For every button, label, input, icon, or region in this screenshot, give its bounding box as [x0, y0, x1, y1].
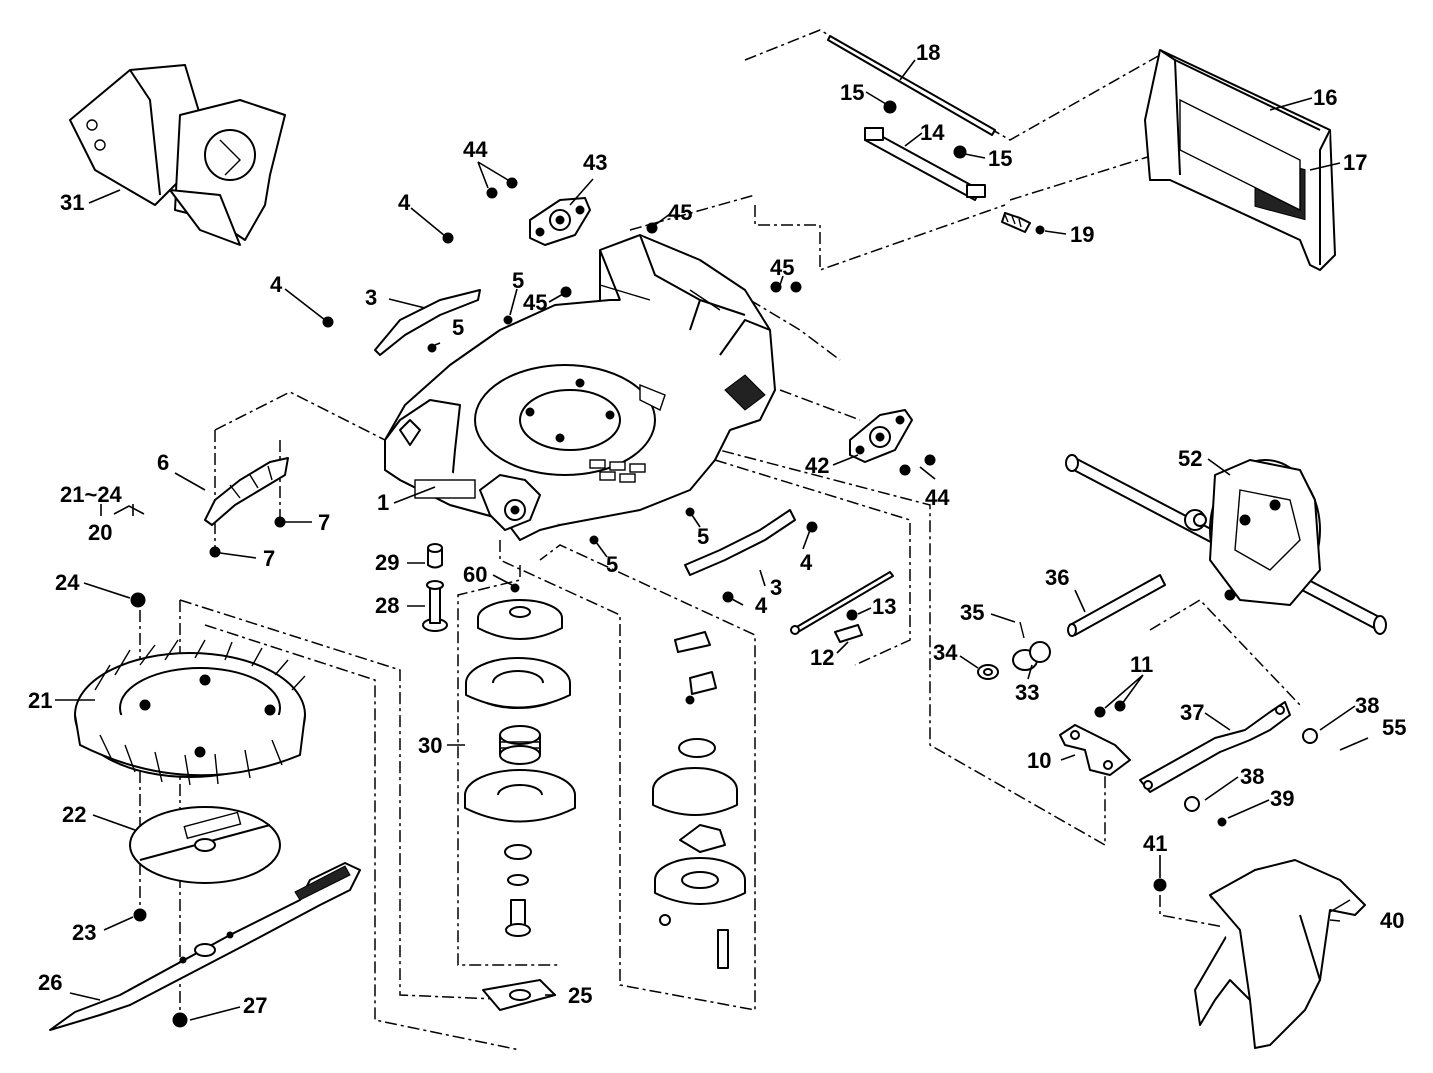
callout-21-24: 21~24 [60, 482, 123, 507]
callout-44: 44 [925, 485, 950, 510]
callout-4: 4 [800, 550, 813, 575]
assembly-dash-lines [139, 29, 1301, 1051]
callout-36: 36 [1045, 565, 1069, 590]
part-43-42-adjust-plates [529, 197, 913, 463]
part-1-mower-deck [384, 234, 776, 541]
callout-15: 15 [988, 146, 1012, 171]
callout-38: 38 [1355, 693, 1379, 718]
callout-37: 37 [1180, 700, 1204, 725]
callout-43: 43 [583, 150, 607, 175]
rear-flap-assembly [827, 35, 1336, 271]
callout-33: 33 [1015, 680, 1039, 705]
callout-41: 41 [1143, 831, 1167, 856]
callout-15: 15 [840, 80, 864, 105]
callout-3: 3 [365, 285, 377, 310]
callout-5: 5 [512, 268, 524, 293]
callout-52: 52 [1178, 446, 1202, 471]
callout-60: 60 [463, 562, 487, 587]
callout-18: 18 [916, 40, 940, 65]
part-40-guard [1194, 859, 1366, 1049]
part-22-adapter-plate [129, 806, 281, 884]
callout-20: 20 [88, 520, 112, 545]
callout-26: 26 [38, 970, 62, 995]
leader-lines [55, 59, 1369, 1021]
callout-7: 7 [263, 546, 275, 571]
part-30-bbc-assembly [464, 599, 746, 1011]
part-28-29-bolt-spacer [422, 543, 448, 632]
callout-22: 22 [62, 802, 86, 827]
callout-6: 6 [157, 450, 169, 475]
callout-30: 30 [418, 733, 442, 758]
callout-5: 5 [606, 552, 618, 577]
fasteners [130, 100, 1318, 1028]
callout-13: 13 [872, 594, 896, 619]
callout-10: 10 [1027, 748, 1051, 773]
callout-4: 4 [270, 272, 283, 297]
callout-5: 5 [452, 315, 464, 340]
callout-4: 4 [755, 593, 768, 618]
part-52-transmission [1065, 454, 1387, 637]
callout-27: 27 [243, 993, 267, 1018]
part-10-37-links [1059, 701, 1291, 793]
callout-55: 55 [1382, 715, 1406, 740]
part-31-discharge-cover [69, 64, 286, 246]
callout-3: 3 [770, 575, 782, 600]
callout-23: 23 [72, 920, 96, 945]
callout-34: 34 [933, 640, 958, 665]
callout-40: 40 [1380, 908, 1404, 933]
part-33-35-gear [977, 621, 1051, 680]
part-26-blade [49, 862, 361, 1031]
callout-24: 24 [55, 570, 80, 595]
callout-7: 7 [318, 510, 330, 535]
callout-4: 4 [398, 190, 411, 215]
callout-5: 5 [697, 524, 709, 549]
callout-45: 45 [668, 200, 692, 225]
callout-12: 12 [810, 645, 834, 670]
callout-17: 17 [1343, 150, 1367, 175]
callout-35: 35 [960, 600, 984, 625]
callout-45: 45 [770, 255, 794, 280]
part-3-guides [374, 289, 796, 576]
callout-39: 39 [1270, 786, 1294, 811]
callout-21: 21 [28, 688, 52, 713]
callout-44: 44 [463, 137, 488, 162]
part-6-baffle [204, 457, 289, 526]
callout-labels: 1 3 3 4 4 4 4 5 5 5 5 6 7 7 10 11 12 13 … [28, 40, 1406, 1018]
part-12-bracket-rod [790, 571, 894, 643]
callout-19: 19 [1070, 222, 1094, 247]
callout-31: 31 [60, 190, 84, 215]
part-21-fan [74, 639, 306, 786]
callout-16: 16 [1313, 85, 1337, 110]
callout-28: 28 [375, 593, 399, 618]
callout-29: 29 [375, 550, 399, 575]
callout-45: 45 [523, 290, 547, 315]
callout-11: 11 [1130, 652, 1153, 677]
callout-14: 14 [920, 120, 945, 145]
callout-38: 38 [1240, 764, 1264, 789]
callout-42: 42 [805, 453, 829, 478]
callout-25: 25 [568, 983, 592, 1008]
callout-1: 1 [377, 490, 389, 515]
